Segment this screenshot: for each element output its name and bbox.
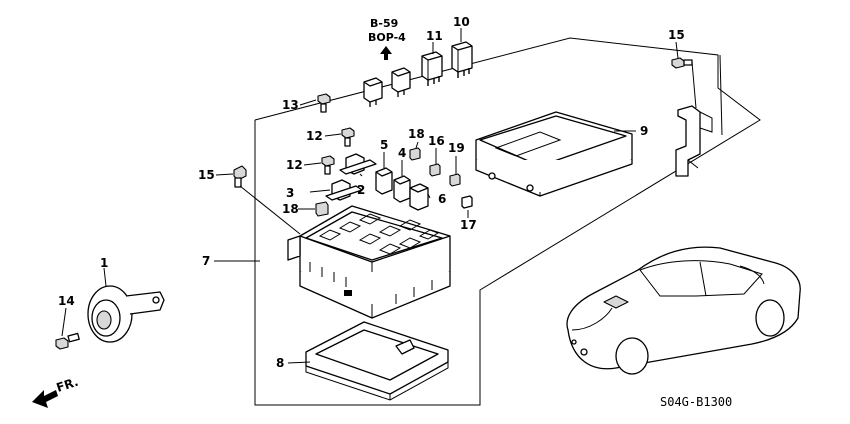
callout-5: 5 bbox=[380, 138, 388, 152]
callout-1: 1 bbox=[100, 256, 108, 270]
callout-9: 9 bbox=[640, 124, 648, 138]
assembly-frame bbox=[254, 37, 761, 406]
fuse-19 bbox=[449, 173, 461, 187]
reference-note: B-59 BOP-4 bbox=[368, 17, 406, 60]
callout-8: 8 bbox=[276, 356, 284, 370]
callout-18-lower: 18 bbox=[282, 202, 299, 216]
relay-10 bbox=[451, 41, 473, 78]
reference-line-1: B-59 bbox=[370, 17, 398, 30]
callout-numbers: 1 2 3 4 5 6 7 8 9 10 11 12 12 13 14 15 1… bbox=[58, 15, 685, 370]
callout-12-lower: 12 bbox=[286, 158, 303, 172]
relay-6 bbox=[409, 183, 429, 211]
relay-4 bbox=[393, 175, 411, 203]
callout-7: 7 bbox=[202, 254, 210, 268]
relay-11 bbox=[421, 51, 443, 86]
callout-16: 16 bbox=[428, 134, 445, 148]
fuse-16 bbox=[429, 163, 441, 177]
reference-line-2: BOP-4 bbox=[368, 31, 406, 44]
callout-6: 6 bbox=[438, 192, 446, 206]
direction-label: FR. bbox=[55, 375, 80, 395]
callout-12-upper: 12 bbox=[306, 129, 323, 143]
callout-17: 17 bbox=[460, 218, 477, 232]
relay-5 bbox=[375, 167, 393, 195]
reference-arrow-icon bbox=[380, 46, 392, 60]
fuse-18-upper bbox=[409, 147, 421, 161]
fuse-box-cover-9 bbox=[475, 111, 633, 197]
bolt-12-lower bbox=[321, 155, 335, 175]
callout-10: 10 bbox=[453, 15, 470, 29]
callout-4: 4 bbox=[398, 146, 406, 160]
callout-19: 19 bbox=[448, 141, 465, 155]
relay-bracket-2 bbox=[339, 153, 377, 175]
fuse-box-7 bbox=[287, 205, 451, 319]
callout-15-left: 15 bbox=[198, 168, 215, 182]
callout-14: 14 bbox=[58, 294, 75, 308]
bolt-13 bbox=[317, 93, 331, 113]
callout-18-upper: 18 bbox=[408, 127, 425, 141]
diagram-code: S04G-B1300 bbox=[660, 395, 732, 409]
fuse-17 bbox=[461, 195, 473, 209]
lower-cover-8 bbox=[305, 321, 449, 401]
fuse-18-lower bbox=[315, 201, 329, 217]
callout-11: 11 bbox=[426, 29, 443, 43]
bolt-15-left bbox=[233, 165, 247, 188]
bolt-12-upper bbox=[341, 127, 355, 147]
bolt-15-right bbox=[671, 57, 693, 69]
bolt-14 bbox=[55, 332, 80, 350]
callout-3: 3 bbox=[286, 186, 294, 200]
leader-lines bbox=[61, 28, 697, 364]
front-arrow-icon bbox=[32, 390, 58, 408]
front-direction-indicator: FR. bbox=[32, 375, 80, 408]
vehicle-outline bbox=[566, 246, 801, 375]
callout-13: 13 bbox=[282, 98, 299, 112]
callout-2: 2 bbox=[357, 183, 365, 197]
mounting-bracket bbox=[675, 105, 713, 177]
relay-mini-b bbox=[363, 77, 383, 107]
callout-15-right: 15 bbox=[668, 28, 685, 42]
horn-1 bbox=[87, 285, 165, 343]
relay-mini-a bbox=[391, 67, 411, 97]
relay-bracket-3 bbox=[325, 179, 363, 201]
